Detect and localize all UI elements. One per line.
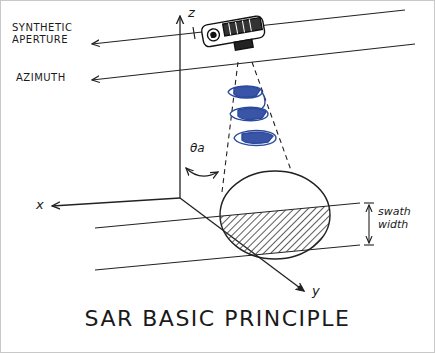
footprint-hatch <box>220 171 330 259</box>
sketch-part <box>229 23 231 35</box>
sketch-part <box>211 32 217 38</box>
sketch-part <box>228 86 262 98</box>
azimuth-arrow <box>92 44 415 80</box>
x-axis <box>52 198 180 206</box>
axis-label: x <box>36 198 50 213</box>
sketch-part <box>368 205 369 243</box>
sketch-part <box>262 92 265 108</box>
sketch-part <box>242 132 273 143</box>
sketch-part <box>249 19 251 31</box>
sketch-part <box>234 87 260 98</box>
swath-label: swath width <box>378 206 430 231</box>
sketch-part <box>201 15 266 47</box>
axis-label: y <box>312 284 326 299</box>
sketch-part <box>206 28 220 42</box>
sketch-part <box>242 21 244 33</box>
beam-edge <box>222 62 238 192</box>
angle-arc <box>186 168 218 176</box>
sketch-part <box>238 108 266 119</box>
azimuth-label: AZIMUTH <box>16 72 90 84</box>
axis-label: z <box>188 6 202 21</box>
swath-line <box>95 245 360 270</box>
sketch-part <box>364 202 374 203</box>
aperture-tick <box>193 27 195 39</box>
swath-bracket <box>364 203 374 245</box>
antenna-footprint <box>220 171 330 259</box>
radar-pulses <box>228 86 276 146</box>
diagram-title: SAR BASIC PRINCIPLE <box>85 306 351 331</box>
sketch-part <box>236 22 238 34</box>
satellite <box>201 15 267 55</box>
sketch-part <box>223 17 263 35</box>
sketch-part <box>364 244 374 245</box>
sketch-part <box>230 107 268 121</box>
angle-label: θa <box>190 142 216 156</box>
sketch-part <box>234 39 253 50</box>
z-axis <box>179 16 180 198</box>
sketch-part <box>234 131 276 146</box>
axis-dot <box>298 286 303 291</box>
aperture-label: SYNTHETIC APERTURE <box>12 22 90 45</box>
